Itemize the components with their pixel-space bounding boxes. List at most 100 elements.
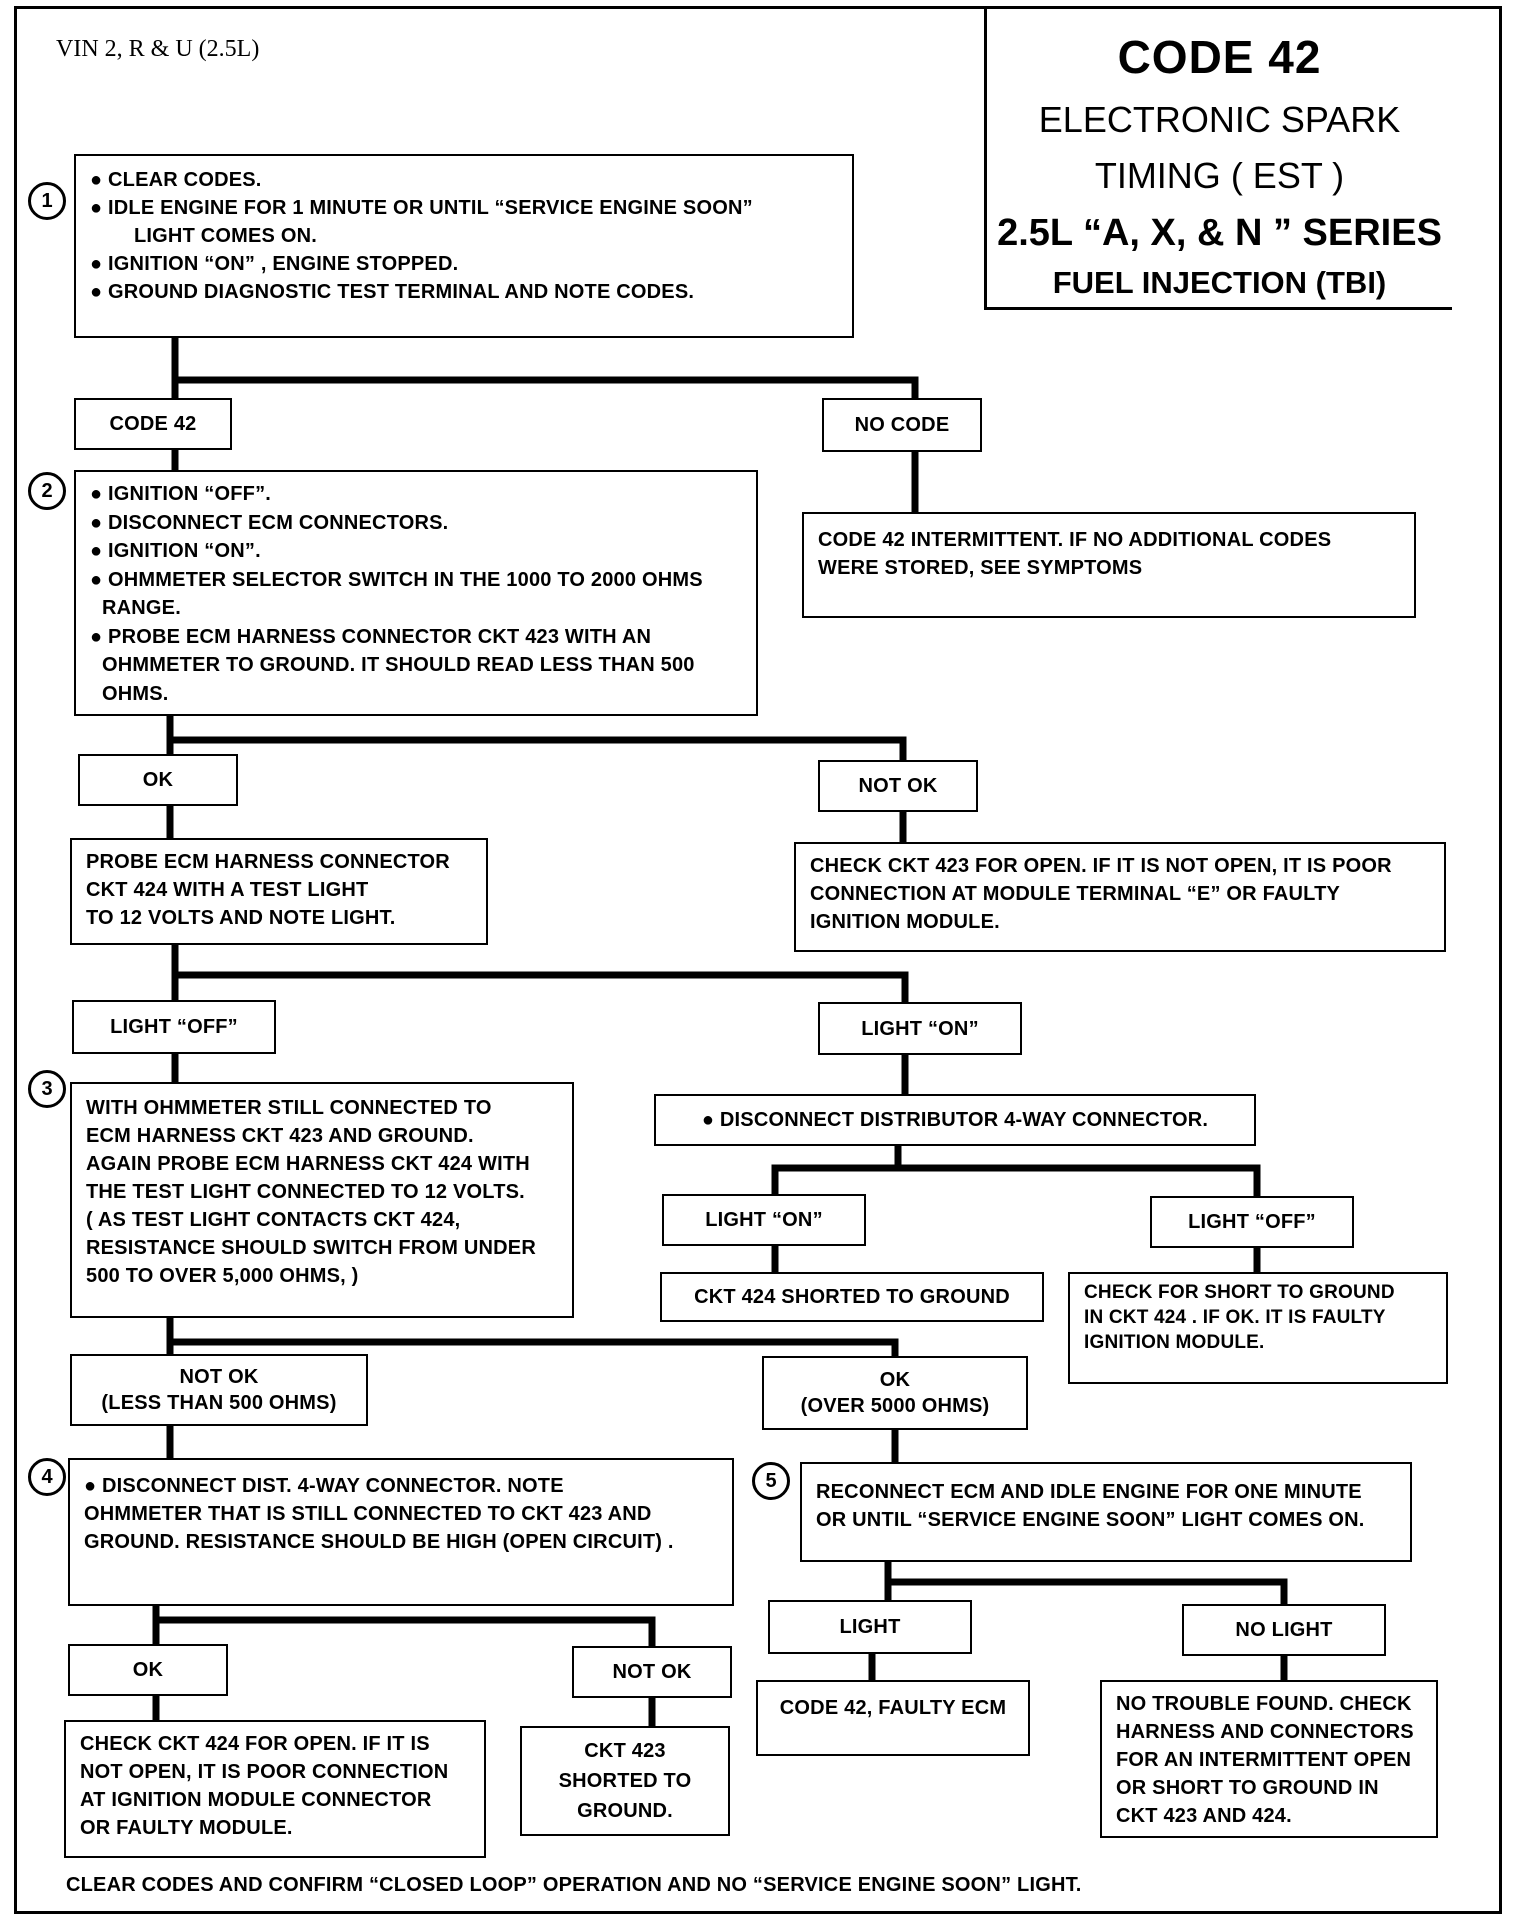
step-badge-4: 4 (28, 1458, 66, 1496)
notok1-box: NOT OK (818, 760, 978, 812)
step3-line: ECM HARNESS CKT 423 AND GROUND. (86, 1125, 474, 1147)
faultyecm-label: CODE 42, FAULTY ECM (779, 1697, 1007, 1719)
checkshort-line: IN CKT 424 . IF OK. IT IS FAULTY (1084, 1307, 1386, 1328)
probe424-line: CKT 424 WITH A TEST LIGHT (86, 879, 369, 901)
step2-line: OHMMETER TO GROUND. IT SHOULD READ LESS … (102, 654, 695, 676)
code42-label: CODE 42 (109, 413, 197, 435)
notok2-label: NOT OK (179, 1366, 259, 1388)
system-title: FUEL INJECTION (TBI) (1052, 265, 1387, 300)
lighton2-label: LIGHT “ON” (705, 1209, 823, 1231)
shorted423-box: CKT 423 SHORTED TO GROUND. (520, 1726, 730, 1836)
connector-4way (771, 1142, 1261, 1200)
step4-line: OHMMETER THAT IS STILL CONNECTED TO CKT … (84, 1503, 652, 1525)
connector-step1 (171, 334, 919, 402)
check424-line: CHECK CKT 424 FOR OPEN. IF IT IS (80, 1733, 430, 1755)
notrouble-line: CKT 423 AND 424. (1116, 1805, 1292, 1827)
step3-line: WITH OHMMETER STILL CONNECTED TO (86, 1097, 492, 1119)
notok1-label: NOT OK (858, 775, 938, 797)
step-badge-1: 1 (28, 182, 66, 220)
ok1-label: OK (142, 769, 174, 791)
step2-line: ● OHMMETER SELECTOR SWITCH IN THE 1000 T… (90, 568, 703, 591)
shorted424-label: CKT 424 SHORTED TO GROUND (694, 1286, 1010, 1308)
vin-label: VIN 2, R & U (2.5L) (56, 36, 260, 62)
check424-box: CHECK CKT 424 FOR OPEN. IF IT IS NOT OPE… (64, 1720, 486, 1858)
check423-line: CONNECTION AT MODULE TERMINAL “E” OR FAU… (810, 883, 1341, 905)
intermittent-line: CODE 42 INTERMITTENT. IF NO ADDITIONAL C… (818, 529, 1332, 551)
nolight-box: NO LIGHT (1182, 1604, 1386, 1656)
title-line2: TIMING ( EST ) (1094, 155, 1345, 196)
light-box: LIGHT (768, 1600, 972, 1654)
nolight-label: NO LIGHT (1235, 1619, 1333, 1641)
nocode-box: NO CODE (822, 398, 982, 452)
connector-step4 (152, 1602, 656, 1650)
page-frame (14, 6, 1502, 1914)
check424-line: NOT OPEN, IT IS POOR CONNECTION (80, 1761, 449, 1783)
light-label: LIGHT (839, 1616, 901, 1638)
step2-line: ● IGNITION “ON”. (90, 540, 261, 562)
nocode-label: NO CODE (854, 414, 950, 436)
title-block: CODE 42 ELECTRONIC SPARK TIMING ( EST ) … (984, 8, 1452, 310)
notrouble-line: NO TROUBLE FOUND. CHECK (1116, 1693, 1412, 1715)
step1-line: ● IGNITION “ON” , ENGINE STOPPED. (90, 253, 459, 275)
check423-line: IGNITION MODULE. (810, 911, 1000, 933)
notrouble-line: OR SHORT TO GROUND IN (1116, 1777, 1379, 1799)
title-line1: ELECTRONIC SPARK (1038, 99, 1401, 140)
ok2-box: OK (OVER 5000 OHMS) (762, 1356, 1028, 1430)
step1-line: ● IDLE ENGINE FOR 1 MINUTE OR UNTIL “SER… (90, 197, 753, 219)
step4-line: ● DISCONNECT DIST. 4-WAY CONNECTOR. NOTE (84, 1475, 564, 1497)
code42-box: CODE 42 (74, 398, 232, 450)
ok3-box: OK (68, 1644, 228, 1696)
connector-step5 (884, 1558, 1288, 1608)
lightoff2-box: LIGHT “OFF” (1150, 1196, 1354, 1248)
faultyecm-box: CODE 42, FAULTY ECM (756, 1680, 1030, 1756)
disconnect4way-label: ● DISCONNECT DISTRIBUTOR 4-WAY CONNECTOR… (701, 1109, 1209, 1131)
check424-line: AT IGNITION MODULE CONNECTOR (80, 1789, 432, 1811)
step2-line: ● DISCONNECT ECM CONNECTORS. (90, 511, 449, 534)
step1-line: ● CLEAR CODES. (90, 169, 262, 191)
checkshort-line: CHECK FOR SHORT TO GROUND (1084, 1282, 1395, 1303)
step3-line: THE TEST LIGHT CONNECTED TO 12 VOLTS. (86, 1181, 525, 1203)
connector-probe424 (171, 941, 909, 1006)
step-badge-2: 2 (28, 472, 66, 510)
shorted423-line: CKT 423 (584, 1740, 666, 1762)
checkshort-box: CHECK FOR SHORT TO GROUND IN CKT 424 . I… (1068, 1272, 1448, 1384)
lightoff1-label: LIGHT “OFF” (110, 1016, 238, 1038)
series-title: 2.5L “A, X, & N ” SERIES (997, 212, 1442, 254)
footer-note: CLEAR CODES AND CONFIRM “CLOSED LOOP” OP… (66, 1874, 1082, 1896)
shorted423-line: GROUND. (577, 1800, 673, 1822)
ok2-sublabel: (OVER 5000 OHMS) (800, 1395, 990, 1417)
notok3-label: NOT OK (612, 1661, 692, 1683)
step3-line: AGAIN PROBE ECM HARNESS CKT 424 WITH (86, 1153, 530, 1175)
notok3-box: NOT OK (572, 1646, 732, 1698)
connector-step3 (166, 1314, 899, 1360)
ok2-label: OK (879, 1369, 911, 1391)
lightoff1-box: LIGHT “OFF” (72, 1000, 276, 1054)
intermittent-box: CODE 42 INTERMITTENT. IF NO ADDITIONAL C… (802, 512, 1416, 618)
step2-line: OHMS. (102, 682, 169, 705)
notok2-box: NOT OK (LESS THAN 500 OHMS) (70, 1354, 368, 1426)
step4-box: ● DISCONNECT DIST. 4-WAY CONNECTOR. NOTE… (68, 1458, 734, 1606)
step5-line: OR UNTIL “SERVICE ENGINE SOON” LIGHT COM… (816, 1509, 1365, 1531)
step3-box: WITH OHMMETER STILL CONNECTED TO ECM HAR… (70, 1082, 574, 1318)
connector-step2 (166, 712, 907, 764)
intermittent-line: WERE STORED, SEE SYMPTOMS (818, 557, 1143, 579)
check424-line: OR FAULTY MODULE. (80, 1817, 293, 1839)
probe424-line: PROBE ECM HARNESS CONNECTOR (86, 851, 450, 873)
notok2-sublabel: (LESS THAN 500 OHMS) (101, 1392, 337, 1414)
step-badge-3: 3 (28, 1070, 66, 1108)
step3-line: ( AS TEST LIGHT CONTACTS CKT 424, (86, 1209, 461, 1231)
check423-box: CHECK CKT 423 FOR OPEN. IF IT IS NOT OPE… (794, 842, 1446, 952)
step5-line: RECONNECT ECM AND IDLE ENGINE FOR ONE MI… (816, 1481, 1362, 1503)
checkshort-line: IGNITION MODULE. (1084, 1332, 1265, 1353)
step2-line: ● PROBE ECM HARNESS CONNECTOR CKT 423 WI… (90, 625, 652, 648)
code-title: CODE 42 (1117, 31, 1322, 83)
lightoff2-label: LIGHT “OFF” (1188, 1211, 1316, 1233)
lighton1-box: LIGHT “ON” (818, 1002, 1022, 1055)
ok1-box: OK (78, 754, 238, 806)
probe424-line: TO 12 VOLTS AND NOTE LIGHT. (86, 907, 396, 929)
probe424-box: PROBE ECM HARNESS CONNECTOR CKT 424 WITH… (70, 838, 488, 945)
lighton1-label: LIGHT “ON” (861, 1017, 979, 1040)
step4-line: GROUND. RESISTANCE SHOULD BE HIGH (OPEN … (84, 1531, 674, 1553)
shorted423-line: SHORTED TO (558, 1770, 692, 1792)
